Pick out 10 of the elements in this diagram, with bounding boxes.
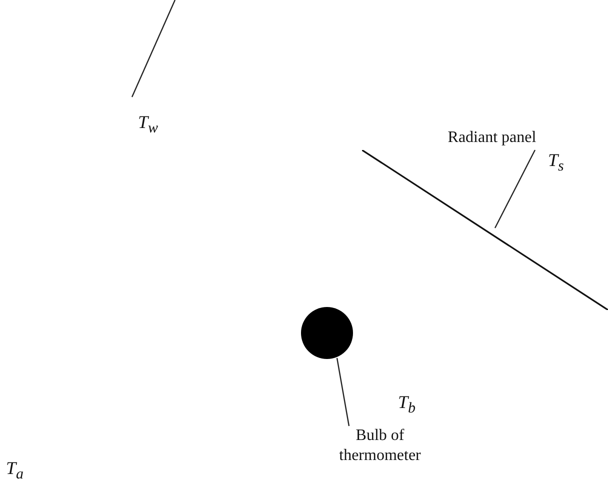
leader-line [494,150,536,228]
radiant-panel [362,150,608,310]
leader-line [336,358,350,426]
part-label: Radiant panel [438,128,546,148]
thermometer-bulb [301,307,353,359]
temperature-symbol: T$_{w}$ [138,112,158,138]
temperature-symbol: T$_{b}$ [398,392,416,418]
temperature-symbol: T$_{s}$ [548,150,564,176]
temperature-symbol: T$_{a}$ [6,458,24,484]
part-label: Bulb of thermometer [325,426,435,466]
